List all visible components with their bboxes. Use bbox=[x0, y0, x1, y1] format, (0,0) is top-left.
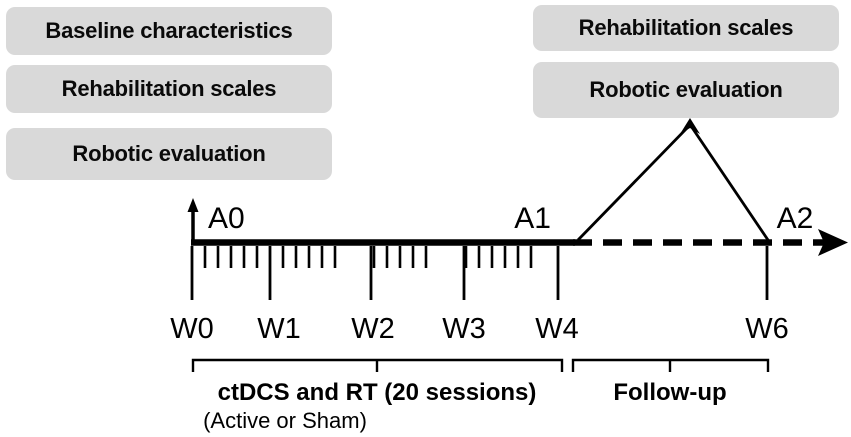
week-label-w2: W2 bbox=[351, 313, 395, 345]
assessment-box-robotic-evaluation-left: Robotic evaluation bbox=[6, 128, 332, 180]
timepoint-label-a0: A0 bbox=[208, 202, 245, 235]
assessment-converging-arrow bbox=[576, 118, 770, 241]
followup-phase-title: Follow-up bbox=[613, 379, 726, 406]
treatment-phase-title: ctDCS and RT (20 sessions) bbox=[218, 379, 537, 406]
week-label-w1: W1 bbox=[257, 313, 301, 345]
assessment-box-robotic-evaluation-right: Robotic evaluation bbox=[533, 62, 839, 118]
converging-arrowhead-icon bbox=[680, 118, 700, 134]
assessment-box-rehabilitation-scales-left: Rehabilitation scales bbox=[6, 65, 332, 113]
treatment-phase-bracket bbox=[191, 358, 564, 372]
week-label-w4: W4 bbox=[535, 313, 579, 345]
week-label-w0: W0 bbox=[170, 313, 214, 345]
week-label-w3: W3 bbox=[442, 313, 486, 345]
timeline-minor-ticks bbox=[203, 246, 533, 268]
timepoint-label-a2: A2 bbox=[777, 202, 814, 235]
timeline-major-ticks bbox=[190, 246, 769, 300]
followup-phase-bracket bbox=[571, 358, 770, 372]
a0-up-arrow-icon bbox=[187, 198, 199, 243]
assessment-box-baseline-characteristics: Baseline characteristics bbox=[6, 7, 332, 55]
assessment-box-rehabilitation-scales-right: Rehabilitation scales bbox=[533, 5, 839, 51]
treatment-phase-subtitle: (Active or Sham) bbox=[203, 408, 367, 433]
timepoint-label-a1: A1 bbox=[514, 202, 551, 235]
week-label-w6: W6 bbox=[745, 313, 789, 345]
timeline-end-arrowhead-icon bbox=[818, 229, 848, 256]
